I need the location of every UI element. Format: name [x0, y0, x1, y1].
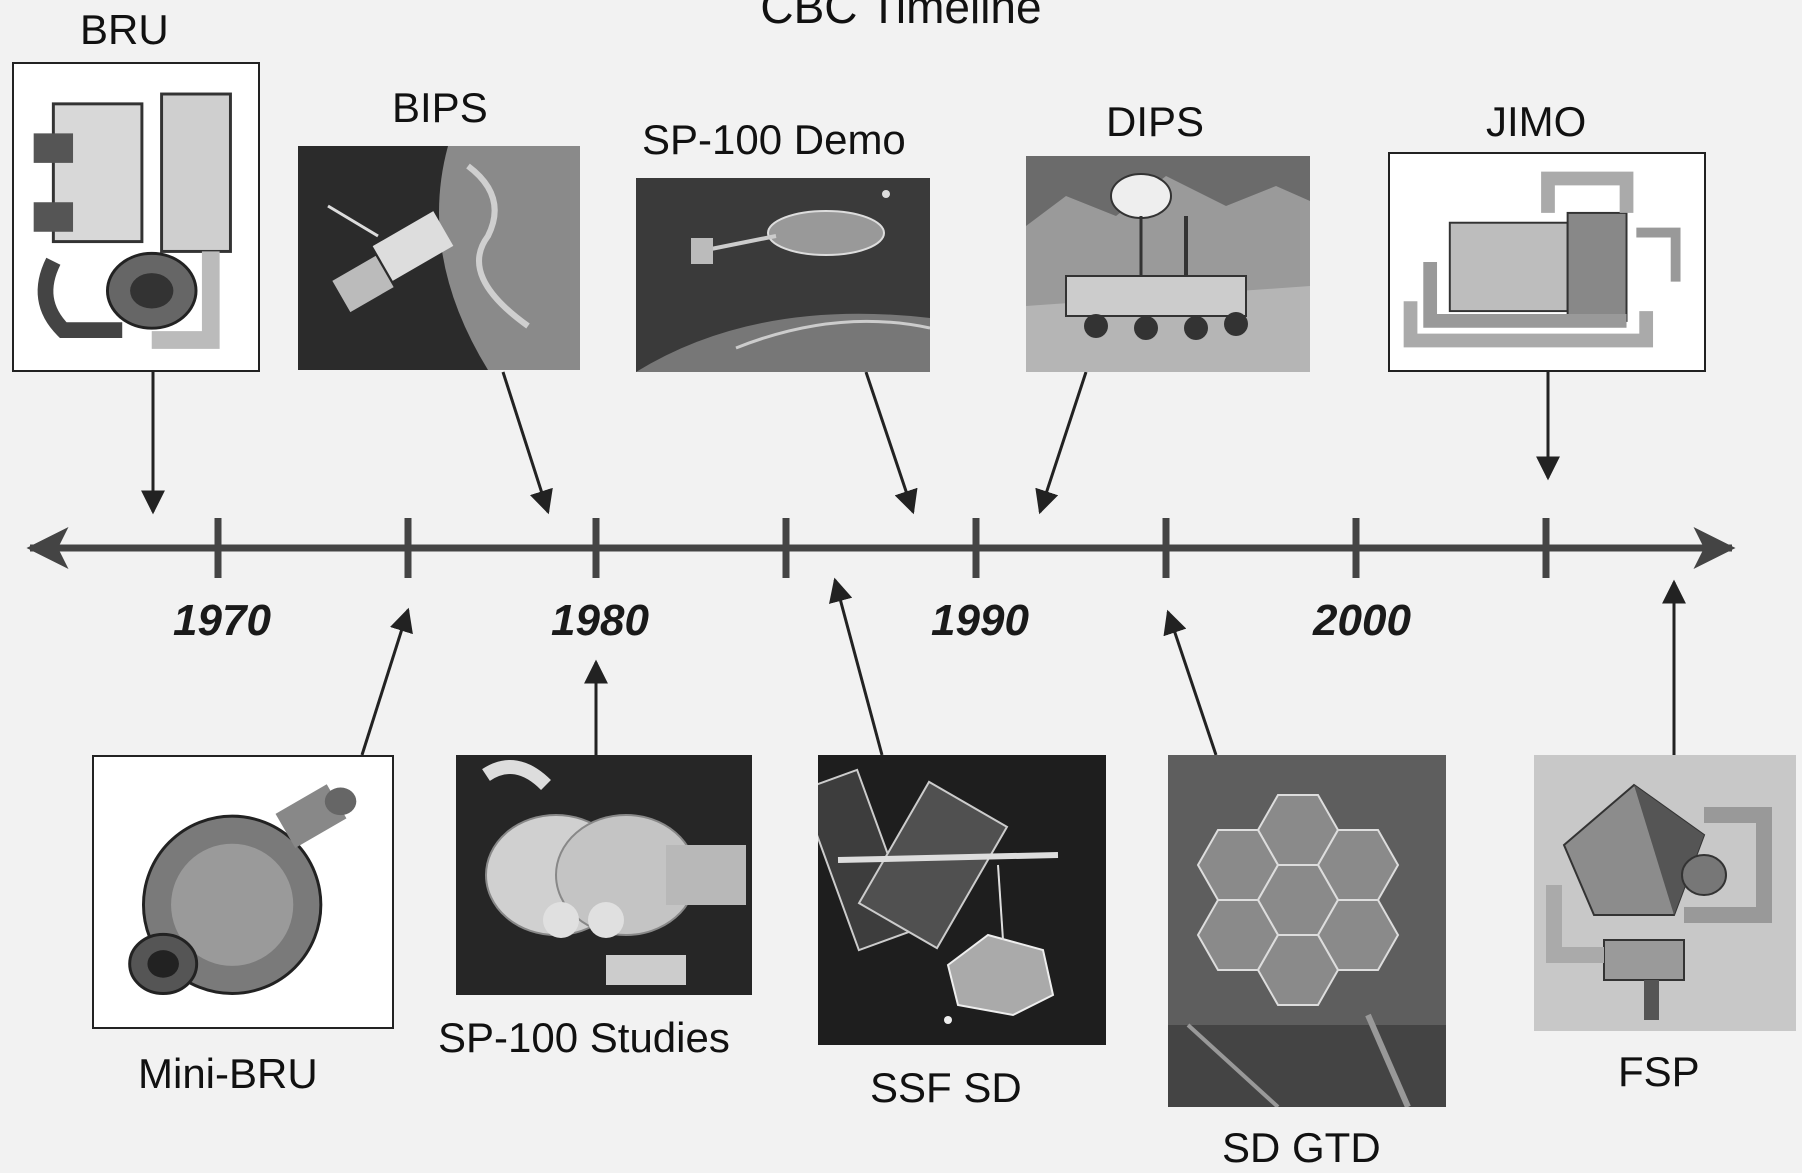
- arrow-bips: [501, 371, 553, 515]
- image-mini-bru: [92, 755, 394, 1029]
- image-bips: [298, 146, 580, 370]
- arrow-mini-bru: [360, 607, 413, 756]
- year-label-1980: 1980: [551, 596, 649, 645]
- arrow-sp100-demo: [864, 371, 918, 515]
- diagram-title: CBC Timeline: [760, 0, 1042, 33]
- image-sp100-demo: [636, 178, 930, 372]
- image-jimo: [1388, 152, 1706, 372]
- image-fsp: [1534, 755, 1796, 1031]
- year-label-2000: 2000: [1313, 596, 1411, 645]
- connector-arrows: [141, 371, 1686, 756]
- arrow-ssf-sd: [829, 577, 884, 756]
- timeline-ticks: [214, 518, 1550, 578]
- label-sp100-demo: SP-100 Demo: [642, 116, 906, 163]
- image-dips: [1026, 156, 1310, 372]
- label-sd-gtd: SD GTD: [1222, 1124, 1381, 1171]
- arrow-dips: [1035, 371, 1088, 515]
- arrow-sd-gtd: [1163, 609, 1218, 756]
- label-dips: DIPS: [1106, 98, 1205, 145]
- label-sp100-studies: SP-100 Studies: [438, 1014, 730, 1061]
- label-ssf-sd: SSF SD: [870, 1064, 1022, 1111]
- label-fsp: FSP: [1618, 1048, 1700, 1095]
- year-label-1990: 1990: [931, 596, 1029, 645]
- label-bru: BRU: [80, 6, 169, 53]
- image-bru: [12, 62, 260, 372]
- image-ssf-sd: [818, 755, 1106, 1045]
- label-jimo: JIMO: [1486, 98, 1587, 145]
- year-label-1970: 1970: [173, 596, 271, 645]
- label-bips: BIPS: [392, 84, 488, 131]
- image-sd-gtd: [1168, 755, 1446, 1107]
- image-sp100-studies: [456, 755, 752, 995]
- label-mini-bru: Mini-BRU: [138, 1050, 318, 1097]
